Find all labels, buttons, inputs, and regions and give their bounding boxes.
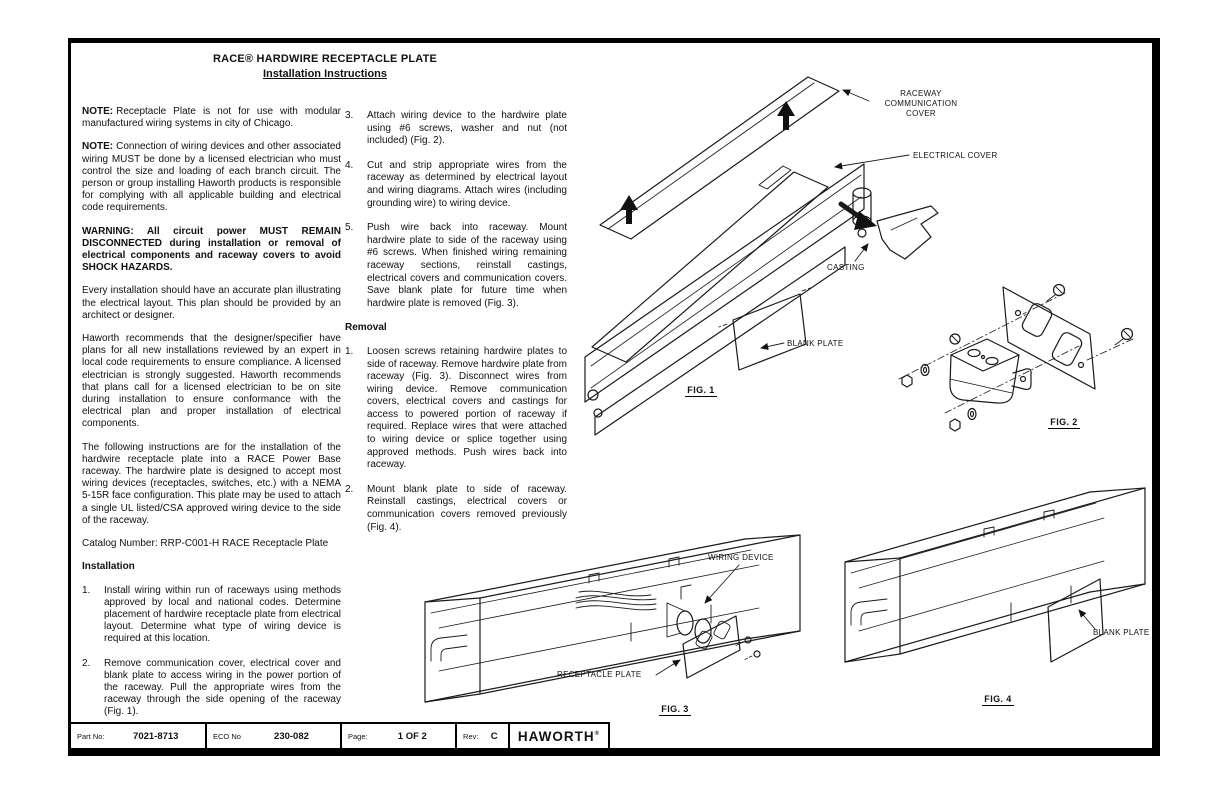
- note-paragraph-2: NOTE:Connection of wiring devices and ot…: [82, 141, 341, 214]
- note-label: NOTE:: [82, 106, 114, 117]
- left-column: NOTE:Receptacle Plate is not for use wit…: [82, 106, 341, 731]
- step-text: Push wire back into raceway. Mount hardw…: [367, 222, 567, 309]
- up-arrow-icon: [620, 195, 638, 224]
- page-label: Page:: [348, 731, 368, 741]
- page-title: RACE® HARDWIRE RECEPTACLE PLATE: [212, 53, 438, 65]
- rev-cell: Rev: C: [457, 724, 510, 748]
- part-no-cell: Part No: 7021-8713: [71, 724, 207, 748]
- part-no-value: 7021-8713: [133, 730, 179, 742]
- note-label: NOTE:: [82, 141, 114, 153]
- eco-no-value: 230-082: [274, 730, 309, 742]
- washer-icon: [967, 407, 977, 421]
- fig1-label-electrical-cover: ELECTRICAL COVER: [913, 151, 998, 160]
- note-text: Receptacle Plate is not for use with mod…: [82, 106, 341, 130]
- fig1-caption: FIG. 1: [685, 385, 717, 397]
- page-value: 1 OF 2: [397, 730, 427, 742]
- washer-icon: [920, 363, 930, 377]
- haworth-logo: HAWORTH®: [517, 728, 601, 744]
- step-number: 2.: [345, 483, 354, 495]
- nut-icon: [901, 374, 913, 388]
- install-step-2: 2. Remove communication cover, electrica…: [82, 658, 341, 719]
- step-text: Mount blank plate to side of raceway. Re…: [367, 483, 567, 533]
- step-number: 3.: [345, 110, 354, 121]
- step-number: 4.: [345, 159, 354, 171]
- fig1-label-raceway-communication-cover: RACEWAY COMMUNICATION COVER: [884, 89, 958, 118]
- fig3-caption: FIG. 3: [659, 704, 691, 716]
- casting-shape: [876, 205, 939, 260]
- page-subtitle: Installation Instructions: [262, 68, 388, 80]
- middle-column: 3. Attach wiring device to the hardwire …: [345, 110, 567, 546]
- brand-cell: HAWORTH®: [510, 724, 610, 748]
- removal-step-2: 2. Mount blank plate to side of raceway.…: [345, 484, 567, 534]
- fig4-label-blank-plate: BLANK PLATE: [1093, 628, 1150, 637]
- rev-label: Rev:: [463, 731, 479, 741]
- technical-drawings: [424, 76, 1146, 703]
- install-step-3: 3. Attach wiring device to the hardwire …: [345, 110, 567, 148]
- receptacle-plate-shape: [682, 615, 741, 679]
- step-text: Attach wiring device to the hardwire pla…: [367, 110, 567, 147]
- fig1-label-blank-plate: BLANK PLATE: [787, 339, 844, 348]
- wiring-device-shape: [950, 338, 1020, 372]
- install-step-5: 5. Push wire back into raceway. Mount ha…: [345, 222, 567, 310]
- step-number: 5.: [345, 222, 354, 234]
- fig1-drawing: [584, 76, 939, 436]
- registered-mark: ®: [594, 730, 601, 737]
- blank-plate-shape: [732, 293, 807, 371]
- fig3-label-wiring-device: WIRING DEVICE: [708, 553, 774, 562]
- fig4-caption: FIG. 4: [982, 694, 1014, 706]
- eco-no-cell: ECO No 230-082: [207, 724, 342, 748]
- rev-value: C: [490, 730, 498, 742]
- note-text: Connection of wiring devices and other a…: [82, 141, 341, 214]
- fig1-label-casting: CASTING: [827, 263, 865, 272]
- receptacle-plate-shape: [1002, 286, 1096, 390]
- body-paragraph: Every installation should have an accura…: [82, 285, 341, 321]
- exploded-arrow-icon: [838, 201, 864, 221]
- step-text: Loosen screws retaining hardwire plates …: [367, 345, 567, 471]
- warning-paragraph: WARNING: All circuit power MUST REMAIN D…: [82, 225, 341, 274]
- title-block-footer: Part No: 7021-8713 ECO No 230-082 Page: …: [71, 722, 610, 748]
- part-no-label: Part No:: [77, 731, 105, 741]
- screw-icon: [1052, 283, 1066, 297]
- document-page: RACE® HARDWIRE RECEPTACLE PLATE Installa…: [68, 38, 1160, 756]
- fig3-drawing: [424, 534, 801, 703]
- screw-icon: [1120, 327, 1134, 341]
- installation-heading: Installation: [82, 561, 135, 573]
- fig4-drawing: [844, 487, 1146, 663]
- wiring-device-shape: [676, 610, 694, 636]
- body-paragraph: The following instructions are for the i…: [82, 441, 341, 526]
- removal-step-1: 1. Loosen screws retaining hardwire plat…: [345, 346, 567, 472]
- step-number: 1.: [82, 584, 91, 596]
- catalog-number: Catalog Number: RRP-C001-H RACE Receptac…: [82, 538, 329, 550]
- step-text: Install wiring within run of raceways us…: [104, 584, 341, 645]
- figures-area: RACEWAY COMMUNICATION COVER ELECTRICAL C…: [71, 43, 1152, 748]
- up-arrow-icon: [777, 101, 795, 130]
- install-step-4: 4. Cut and strip appropriate wires from …: [345, 160, 567, 210]
- install-step-1: 1. Install wiring within run of raceways…: [82, 585, 341, 646]
- fig2-caption: FIG. 2: [1048, 417, 1080, 429]
- screw-icon: [753, 650, 761, 658]
- page-cell: Page: 1 OF 2: [342, 724, 457, 748]
- fig2-drawing: [898, 283, 1134, 432]
- note-paragraph-1: NOTE:Receptacle Plate is not for use wit…: [82, 106, 341, 130]
- fig3-label-receptacle-plate: RECEPTACLE PLATE: [557, 670, 642, 679]
- step-number: 1.: [345, 345, 354, 357]
- screw-icon: [949, 333, 961, 345]
- wires: [575, 590, 657, 611]
- nut-icon: [949, 418, 961, 432]
- removal-heading: Removal: [345, 322, 387, 334]
- screw-icon: [744, 636, 752, 644]
- title-block: RACE® HARDWIRE RECEPTACLE PLATE Installa…: [175, 53, 475, 80]
- step-number: 2.: [82, 657, 91, 669]
- eco-no-label: ECO No: [213, 731, 241, 741]
- step-text: Remove communication cover, electrical c…: [104, 657, 341, 718]
- step-text: Cut and strip appropriate wires from the…: [367, 159, 567, 209]
- body-paragraph: Haworth recommends that the designer/spe…: [82, 333, 341, 430]
